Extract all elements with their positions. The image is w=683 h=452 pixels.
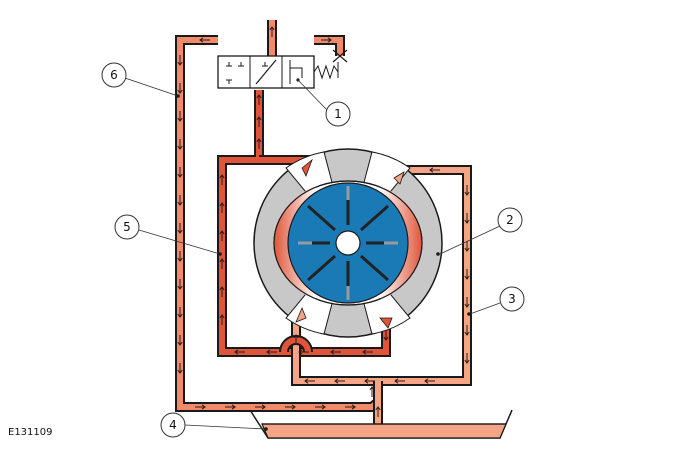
flow-arrow-icon: [424, 378, 435, 384]
flow-arrow-icon: [177, 83, 183, 94]
flow-arrow-icon: [345, 404, 356, 410]
flow-arrow-icon: [375, 406, 381, 417]
flow-arrow-icon: [219, 286, 225, 297]
flow-arrow-icon: [177, 335, 183, 346]
valve-spring-icon: [313, 64, 339, 80]
flow-arrow-icon: [394, 378, 405, 384]
flow-arrow-icon: [362, 349, 373, 355]
flow-arrow-icon: [219, 202, 225, 213]
flow-arrow-icon: [293, 334, 299, 345]
callout-1: 1: [297, 79, 351, 127]
flow-arrow-icon: [219, 174, 225, 185]
flow-arrow-icon: [464, 269, 470, 280]
callout-5: 5: [114, 214, 222, 256]
flow-arrow-icon: [177, 307, 183, 318]
flow-arrow-icon: [177, 139, 183, 150]
flow-arrow-icon: [464, 241, 470, 252]
flow-arrow-icon: [219, 230, 225, 241]
callout-label-5: 5: [123, 220, 131, 234]
control-valve-1: [217, 49, 348, 89]
flow-arrow-icon: [177, 195, 183, 206]
flow-arrow-icon: [177, 167, 183, 178]
flow-arrow-icon: [219, 314, 225, 325]
flow-arrow-icon: [321, 37, 332, 43]
callout-label-6: 6: [110, 68, 118, 82]
flow-arrow-icon: [383, 330, 389, 341]
flow-arrow-icon: [234, 349, 245, 355]
flow-arrow-icon: [219, 258, 225, 269]
flow-arrow-icon: [464, 325, 470, 336]
flow-arrow-icon: [315, 404, 326, 410]
flow-arrow-icon: [266, 349, 277, 355]
flow-arrow-icon: [177, 111, 183, 122]
flow-arrow-icon: [464, 353, 470, 364]
callout-label-4: 4: [169, 418, 177, 432]
flow-arrow-icon: [464, 297, 470, 308]
flow-arrow-icon: [256, 116, 262, 127]
flow-arrow-icon: [429, 167, 440, 173]
pipe-flow-arrows: [177, 26, 470, 417]
flow-arrow-icon: [304, 378, 315, 384]
callout-label-2: 2: [506, 213, 514, 227]
flow-arrow-icon: [255, 404, 266, 410]
callout-6: 6: [101, 62, 180, 98]
flow-arrow-icon: [199, 37, 210, 43]
flow-arrow-icon: [177, 279, 183, 290]
callout-2: 2: [436, 207, 523, 256]
flow-arrow-icon: [464, 213, 470, 224]
flow-arrow-icon: [225, 404, 236, 410]
flow-arrow-icon: [177, 251, 183, 262]
flow-arrow-icon: [177, 55, 183, 66]
flow-arrow-icon: [195, 404, 206, 410]
flow-arrow-icon: [298, 349, 309, 355]
callout-label-3: 3: [508, 292, 516, 306]
vane-pump-2: [253, 148, 443, 338]
callout-label-1: 1: [334, 107, 342, 121]
flow-arrow-icon: [369, 386, 375, 397]
callout-3: 3: [467, 286, 525, 316]
valve-orifice-icon: [332, 49, 348, 63]
flow-arrow-icon: [269, 26, 275, 37]
flow-arrow-icon: [334, 378, 345, 384]
reservoir-4: [249, 409, 513, 439]
flow-arrow-icon: [464, 185, 470, 196]
flow-arrow-icon: [285, 404, 296, 410]
flow-arrow-icon: [256, 94, 262, 105]
flow-arrow-icon: [177, 223, 183, 234]
flow-arrow-icon: [364, 378, 375, 384]
pump-shaft: [335, 230, 361, 256]
callout-4: 4: [160, 412, 268, 438]
flow-arrow-icon: [330, 349, 341, 355]
flow-arrow-icon: [295, 158, 405, 329]
flow-arrow-icon: [256, 138, 262, 149]
pipe-outlet-top: [267, 20, 345, 56]
figure-code: E131109: [8, 427, 53, 438]
flow-arrow-icon: [177, 363, 183, 374]
